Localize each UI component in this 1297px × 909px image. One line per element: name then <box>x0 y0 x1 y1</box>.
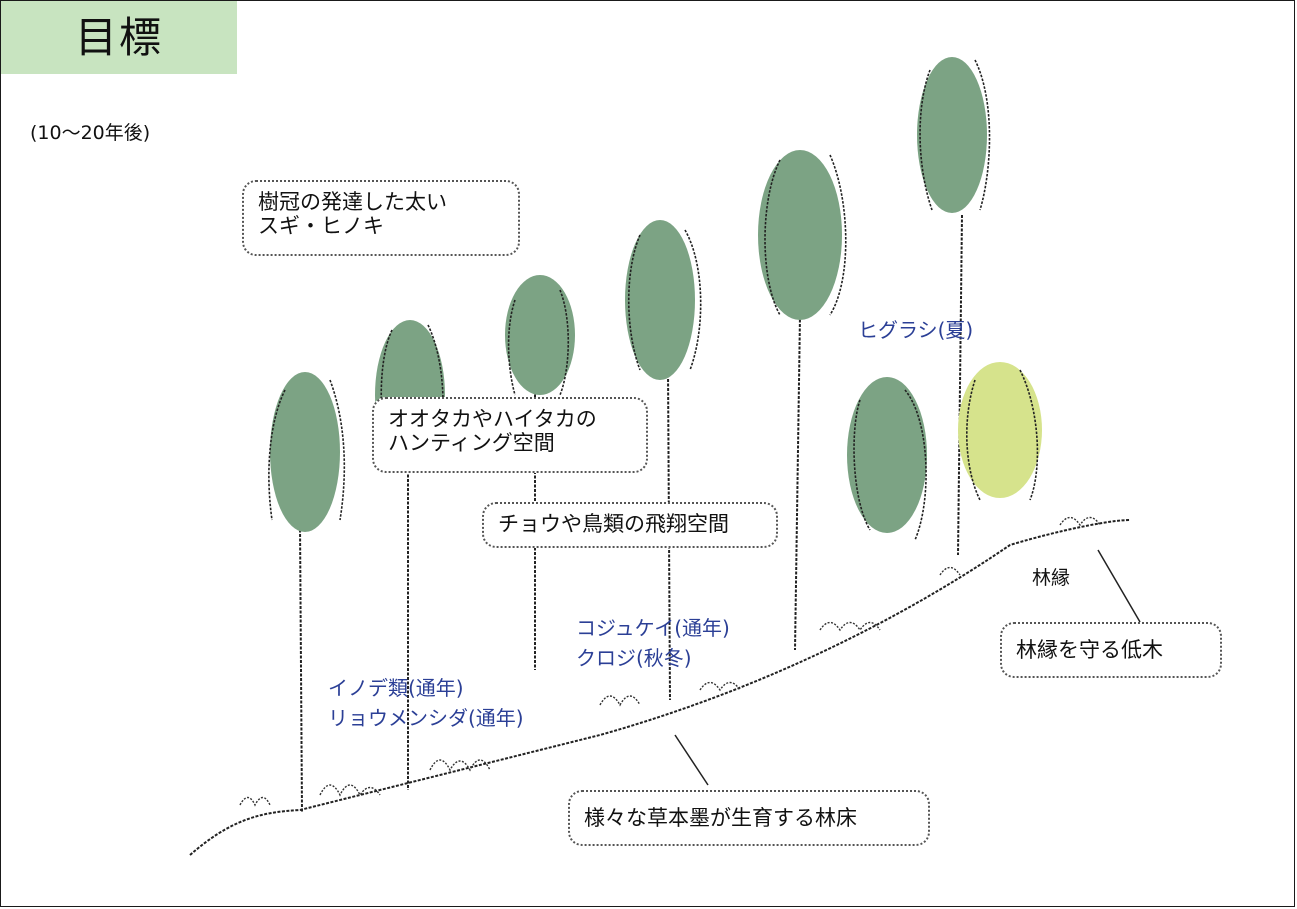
callout-edge-text: 林縁を守る低木 <box>1016 638 1163 662</box>
species-kuroji: クロジ(秋冬) <box>576 646 692 670</box>
callout-canopy-line-1: 樹冠の発達した太い <box>258 190 447 214</box>
tree-trunk-6 <box>957 214 963 556</box>
ground-slope <box>189 519 1131 856</box>
callout-hunting-line-2: ハンティング空間 <box>388 431 555 455</box>
tree-crown-1 <box>270 372 340 532</box>
subtitle-period: (10〜20年後) <box>30 122 151 144</box>
tree-crown-5 <box>758 150 842 320</box>
ground-cover <box>239 516 1101 807</box>
forest-edge-label: 林縁 <box>1032 567 1071 589</box>
callout-canopy-line-2: スギ・ヒノキ <box>258 214 384 238</box>
callout-floor-text: 様々な草本墨が生育する林床 <box>584 806 857 830</box>
shrub-crown-light <box>958 362 1042 498</box>
tree-trunk-4 <box>667 369 671 701</box>
species-ryoumen: リョウメンシダ(通年) <box>328 706 524 730</box>
species-inode: イノデ類(通年) <box>328 676 464 700</box>
callout-hunting-line-1: オオタカやハイタカの <box>388 407 597 431</box>
tree-crown-4 <box>625 220 695 380</box>
callout-forest-floor: 様々な草本墨が生育する林床 <box>568 790 930 846</box>
species-kojukei: コジュケイ(通年) <box>576 616 730 640</box>
leader-edge <box>1097 549 1141 623</box>
tree-crown-6 <box>917 57 987 213</box>
tree-crown-3 <box>505 275 575 395</box>
shrub-crown-dark <box>847 377 927 533</box>
page-title: 目標 <box>74 13 163 62</box>
callout-edge-shrubs: 林縁を守る低木 <box>1000 622 1222 678</box>
callout-hunting-space: オオタカやハイタカの ハンティング空間 <box>372 397 648 473</box>
tree-trunk-1 <box>299 524 303 813</box>
callout-canopy-trees: 樹冠の発達した太い スギ・ヒノキ <box>242 180 520 256</box>
species-higurashi: ヒグラシ(夏) <box>858 318 974 342</box>
title-tab: 目標 <box>1 1 237 74</box>
callout-flight-text: チョウや鳥類の飛翔空間 <box>498 512 729 536</box>
leader-floor <box>674 734 709 786</box>
tree-trunk-5 <box>794 314 801 651</box>
callout-flight-space: チョウや鳥類の飛翔空間 <box>482 502 778 548</box>
